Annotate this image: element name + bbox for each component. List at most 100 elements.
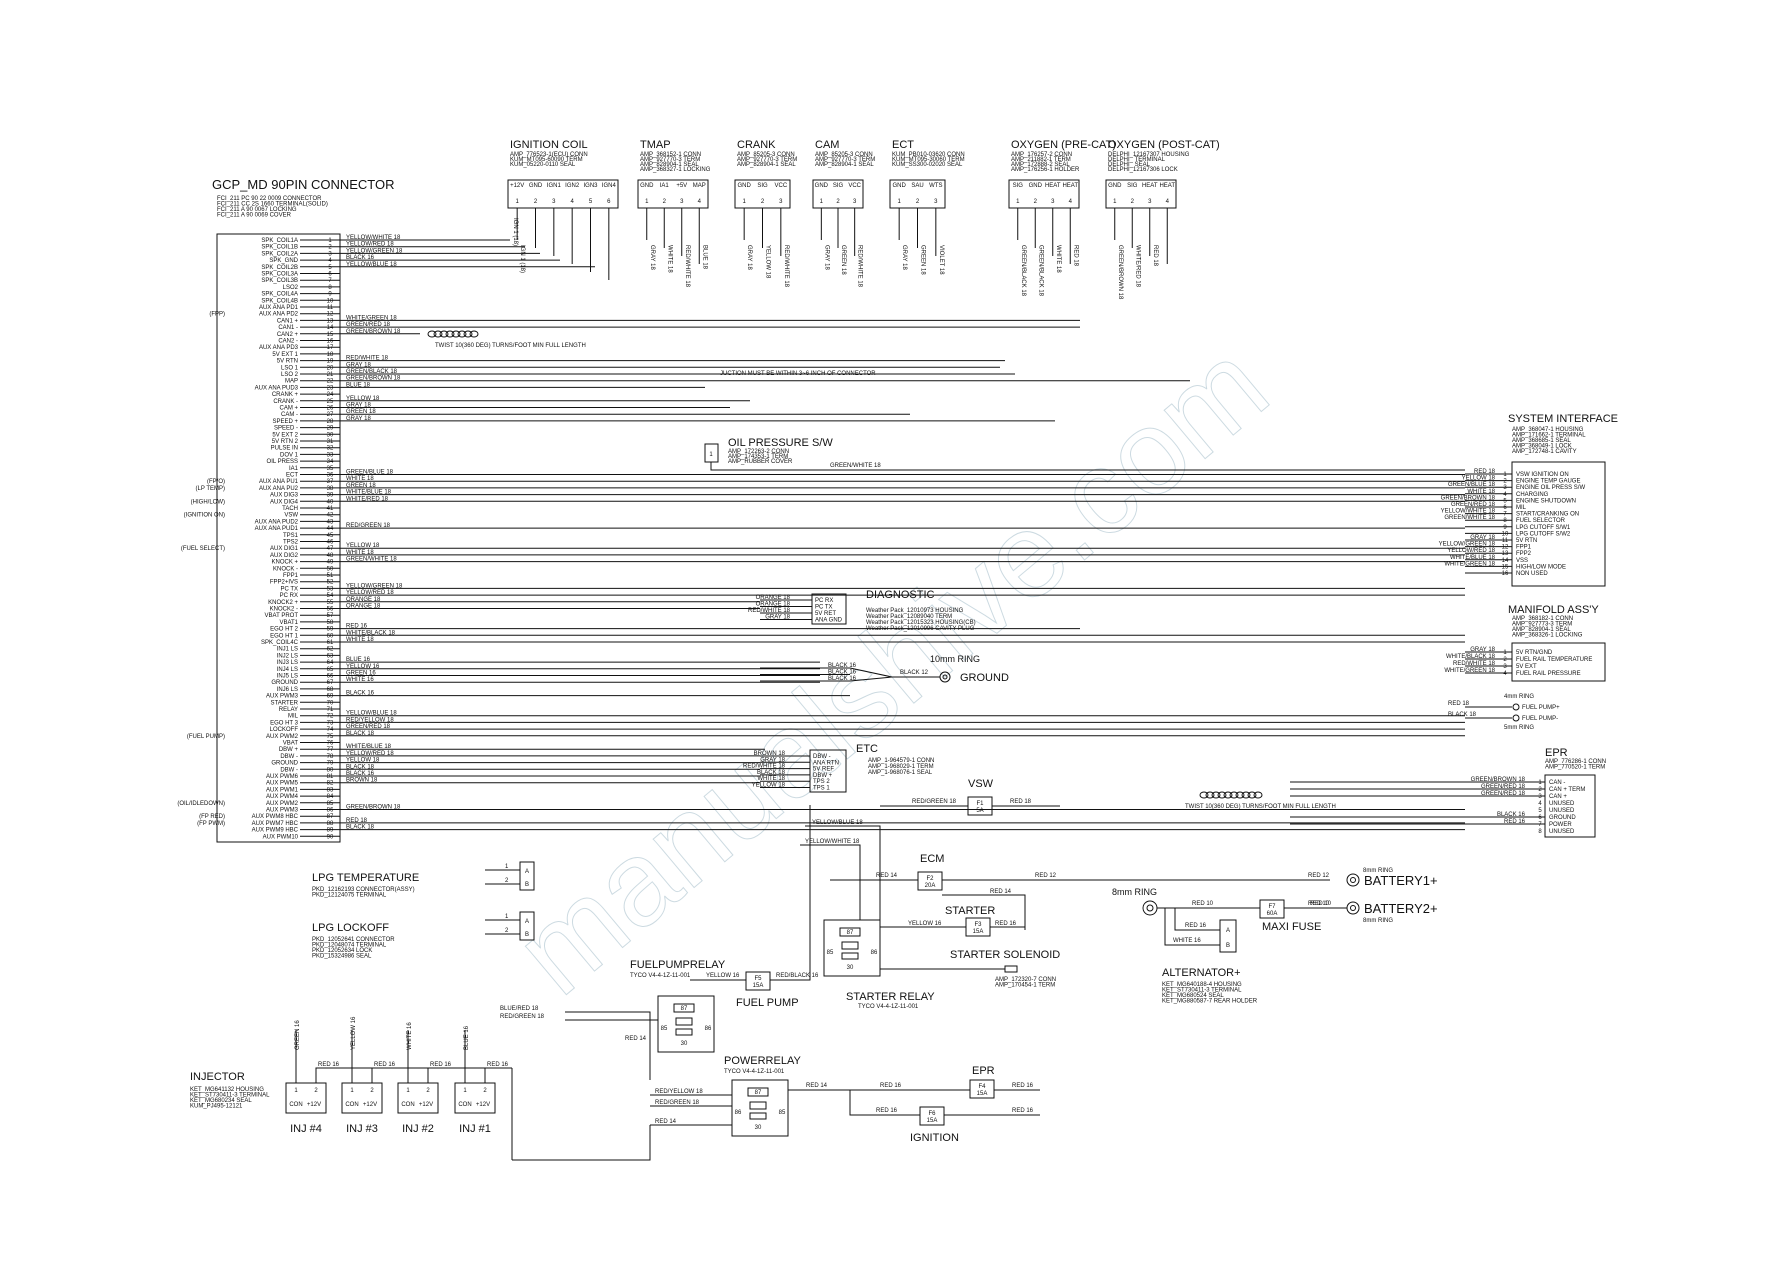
manifold-pin-name: FUEL RAIL PRESSURE [1516,671,1581,677]
twist-loop [1211,791,1221,799]
connector-pin-number: 59 [327,627,334,633]
si-wire-label: RED 18 [1474,469,1496,475]
misc-wire-label: BLUE/RED 18 [500,1006,539,1012]
epr-wire-label: GREEN/RED 18 [1481,791,1526,797]
sensor-wire-label: GRAY 18 [901,245,907,270]
si-wire-label: YELLOW 18 [1462,476,1496,482]
connector-pin-number: 82 [327,781,334,787]
connector-pin-number: 84 [327,794,334,800]
etc-wire-label: BLACK 18 [757,770,786,776]
oil-pressure-wire-label: GREEN/WHITE 18 [830,463,881,469]
connector-pin-number: 42 [327,513,334,519]
manifold-title: MANIFOLD ASS'Y [1508,604,1599,616]
diagnostic-wire-label: GRAY 18 [765,615,790,621]
sensor-part: KUM_05220-0110 SEAL [510,162,576,168]
si-pin-name: LPG CUTOFF S/W2 [1516,531,1571,537]
connector-pin-name: AUX PWM7 HBC [252,821,299,827]
injector-part: KET_ST730411-3 TERMINAL [190,1093,270,1099]
starter-relay-part: TYCO V4-4-1Z-11-001 [858,1004,919,1010]
connector-pin-name: DOV 1 [280,452,299,458]
epr-part: AMP_770520-1 TERM [1545,765,1605,771]
etc-wire-label: GRAY 18 [760,757,785,763]
si-part: AMP_368685-1 SEAL [1512,438,1571,444]
sensor-part: AMP_828904-1 SEAL [815,162,874,168]
sensor-pin-name: GND [1029,183,1043,189]
twist-loop [1241,791,1251,799]
fp-ring-label: 4mm RING [1504,694,1534,700]
connector-pin-name: MAP [285,379,298,385]
epr-pin-name: UNUSED [1549,808,1575,814]
lpg-temp-pin: A [525,869,529,875]
si-pin-number: 8 [1503,518,1507,524]
twist-loop [1199,791,1209,799]
alt-wire-a [1174,908,1220,931]
wire-label: RED/WHITE 18 [346,356,389,362]
sensor-pin-name: VCC [774,183,787,189]
alternator-connector [1219,919,1237,953]
connector-pin-number: 6 [328,272,332,278]
wire-label: BLACK 16 [346,255,375,261]
epr-title: EPR [1545,747,1568,759]
sensor-wire-label: WHITE/RED 18 [1134,245,1140,288]
connector-title: GCP_MD 90PIN CONNECTOR [212,177,395,192]
connector-pin-name: AUX DIG1 [270,546,299,552]
connector-pin-name: SPK_COIL3B [261,278,298,284]
connector-pin-number: 14 [327,325,334,331]
junction-note: JUCTION MUST BE WITHIN 3~6 INCH OF CONNE… [720,371,876,377]
connector-pin-number: 81 [327,774,334,780]
etc-wire-label: BROWN 18 [754,751,786,757]
battery2-ring-label: 8mm RING [1363,918,1393,924]
connector-pin-name: AUX PWM9 HBC [252,828,299,834]
connector-pin-name: AUX DIG3 [270,493,299,499]
si-wire-label: YELLOW/WHITE 18 [1441,509,1496,515]
connector-side-label: (IGNITION ON) [184,513,225,519]
oil-pressure-title: OIL PRESSURE S/W [728,437,833,449]
injector-pin: 2 [483,1088,487,1094]
ground-ring-icon [939,671,951,683]
sensor-part: KUM_MT095-60090 TERM [510,157,583,163]
connector-pin-number: 74 [327,727,334,733]
si-wire-label: YELLOW/GREEN 18 [1439,542,1496,548]
connector-pin-name: CAN2 + [277,332,299,338]
connector-pin-number: 30 [327,432,334,438]
injector-part: KET_MG641132 HOUSING [190,1087,264,1093]
connector-pin-name: SPK_COIL4B [261,298,298,304]
fuse-id: F7 [1268,904,1276,910]
connector-pin-number: 9 [328,292,332,298]
vsw-title: VSW [968,778,994,790]
sensor-connector-box [1105,179,1177,209]
wire-label: BLACK 18 [346,731,375,737]
sensor-pin-name: GND [892,183,906,189]
connector-pin-number: 34 [327,459,334,465]
sensor-pin-number: 4 [570,199,574,205]
connector-pin-number: 72 [327,714,334,720]
diagnostic-pin-name: PC RX [815,598,833,604]
starter-relay-title: STARTER RELAY [846,991,935,1003]
lpg-temp-wire-number: 1 [505,864,509,870]
alt-wire-label: RED 16 [1185,923,1207,929]
si-pin-number: 12 [1502,545,1509,551]
si-pin-number: 10 [1502,531,1509,537]
connector-pin-number: 66 [327,674,334,680]
lpg-lockoff-title: LPG LOCKOFF [312,922,389,934]
connector-pin-name: AUX ANA PD3 [259,345,299,351]
injector-box [285,1082,327,1114]
vsw-wire-label: RED/GREEN 18 [912,799,957,805]
epr-pin-number: 4 [1538,801,1542,807]
alt-pin: A [1226,928,1230,934]
connector-pin-name: DBW - [280,754,298,760]
manifold-pin-number: 3 [1503,664,1507,670]
diagnostic-box [811,593,847,625]
injector-pin: 2 [314,1088,318,1094]
connector-pin-name: CRANK + [272,392,299,398]
maxi-wire-label: RED 10 [1192,901,1214,907]
injector-wire-label: BLUE 16 [464,1025,470,1050]
injector-pin: 1 [294,1088,298,1094]
sensor-part: AMP_776523-1(ECU) CONN [510,152,588,158]
lpg-temp-pin: B [525,882,529,888]
connector-pin-number: 3 [328,251,332,257]
